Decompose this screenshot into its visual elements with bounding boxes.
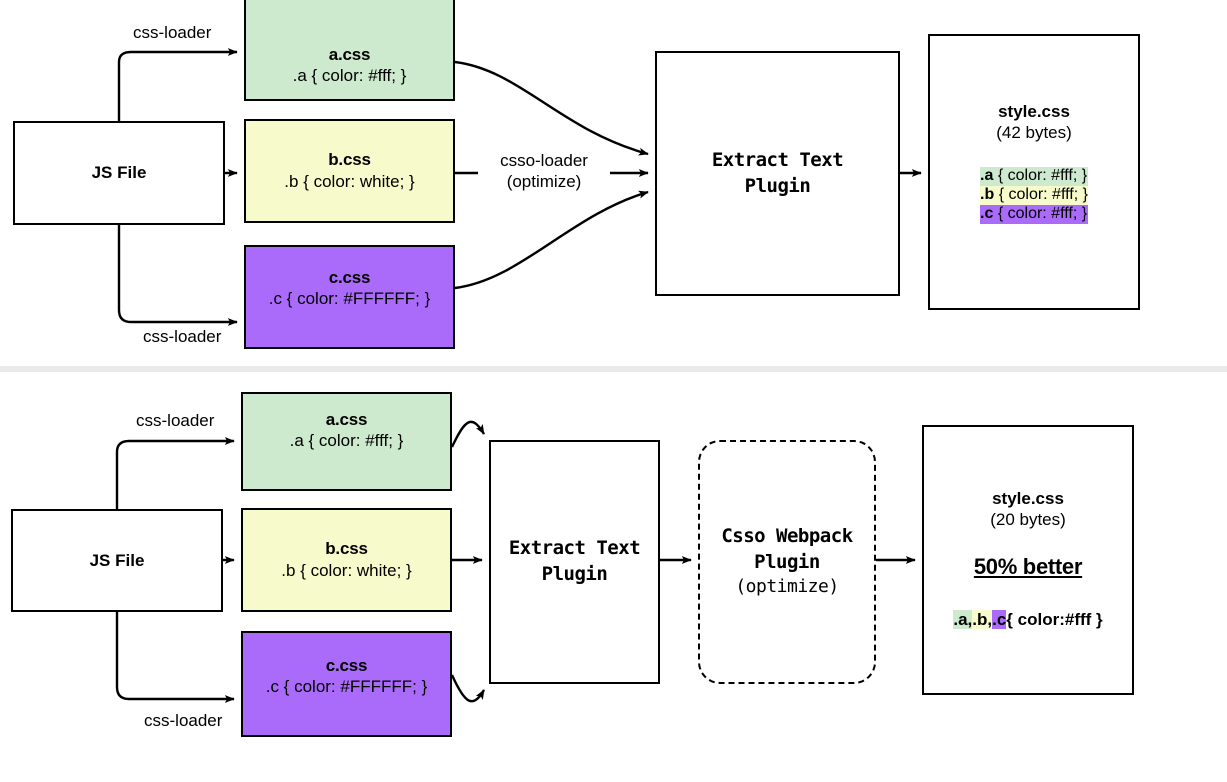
- bottom-extract-text-plugin-line1: Extract Text: [508, 537, 641, 560]
- top-css-loader-label-a: css-loader: [133, 23, 212, 42]
- top-csso-loader-label: csso-loader (optimize): [481, 151, 607, 192]
- top-file-rule-a-css: .a { color: #fff; }: [292, 65, 407, 85]
- bottom-file-name-a-css: a.css: [325, 410, 368, 429]
- bottom-file-name-c-css: c.css: [325, 656, 368, 675]
- section-divider: [0, 366, 1227, 372]
- top-output-rule-c: .c { color: #fff; }: [980, 205, 1088, 225]
- bottom-js-file-label: JS File: [89, 550, 145, 570]
- bottom-csso-webpack-plugin-line1: Csso Webpack: [721, 525, 853, 548]
- top-output-title: style.css: [998, 102, 1070, 121]
- top-file-box-b-css: b.css .b { color: white; }: [244, 119, 455, 223]
- bottom-css-loader-label-c: css-loader: [144, 711, 223, 730]
- bottom-file-rule-b-css: .b { color: white; }: [281, 560, 412, 580]
- top-file-rule-c-css: .c { color: #FFFFFF; }: [268, 289, 431, 309]
- top-file-box-a-css: a.css .a { color: #fff; }: [244, 0, 455, 101]
- top-extract-text-plugin-line1: Extract Text: [711, 148, 844, 171]
- top-output-rule-a: .a { color: #fff; }: [980, 167, 1088, 187]
- top-file-name-b-css: b.css: [328, 150, 371, 170]
- top-output-rule-list: .a { color: #fff; } .b { color: #fff; } …: [980, 167, 1088, 225]
- bottom-csso-webpack-plugin-box: Csso Webpack Plugin (optimize): [698, 440, 876, 684]
- top-css-loader-label-c: css-loader: [143, 327, 222, 346]
- bottom-extract-text-plugin-line2: Plugin: [541, 563, 608, 585]
- bottom-output-title: style.css: [992, 489, 1064, 508]
- top-output-rule-b: .b { color: #fff; }: [980, 186, 1088, 206]
- bottom-js-file-box: JS File: [11, 509, 223, 612]
- bottom-file-rule-c-css: .c { color: #FFFFFF; }: [265, 677, 428, 697]
- bottom-extract-text-plugin-box: Extract Text Plugin: [489, 440, 660, 684]
- top-output-size: (42 bytes): [996, 123, 1072, 143]
- bottom-file-rule-a-css: .a { color: #fff; }: [289, 431, 404, 451]
- bottom-csso-webpack-plugin-line3: (optimize): [735, 576, 839, 598]
- bottom-output-style-css-box: style.css (20 bytes) 50% better .a,.b,.c…: [922, 425, 1134, 695]
- top-file-name-c-css: c.css: [328, 268, 371, 287]
- bottom-file-box-b-css: b.css .b { color: white; }: [241, 508, 452, 612]
- top-csso-loader-line2: (optimize): [506, 171, 582, 191]
- bottom-file-box-c-css: c.css .c { color: #FFFFFF; }: [241, 631, 452, 737]
- top-file-rule-b-css: .b { color: white; }: [284, 171, 415, 191]
- top-file-box-c-css: c.css .c { color: #FFFFFF; }: [244, 245, 455, 349]
- bottom-file-box-a-css: a.css .a { color: #fff; }: [241, 392, 452, 491]
- top-js-file-label: JS File: [91, 163, 147, 182]
- bottom-output-size: (20 bytes): [990, 510, 1066, 530]
- bottom-csso-webpack-plugin-line2: Plugin: [754, 550, 820, 573]
- bottom-output-sel-a: .a,: [953, 610, 973, 630]
- top-js-file-box: JS File: [13, 121, 225, 225]
- bottom-output-combined-body: { color:#fff }: [1006, 610, 1103, 630]
- bottom-output-sel-b: .b,: [972, 610, 993, 630]
- top-output-style-css-box: style.css (42 bytes) .a { color: #fff; }…: [928, 34, 1140, 310]
- top-extract-text-plugin-box: Extract Text Plugin: [655, 51, 900, 296]
- bottom-output-headline: 50% better: [973, 554, 1083, 580]
- top-file-name-a-css: a.css: [328, 44, 371, 64]
- bottom-css-loader-label-a: css-loader: [136, 411, 215, 430]
- bottom-output-combined-rule: .a,.b,.c{ color:#fff }: [953, 610, 1103, 630]
- top-csso-loader-line1: csso-loader: [500, 151, 588, 170]
- bottom-file-name-b-css: b.css: [325, 539, 368, 559]
- top-extract-text-plugin-line2: Plugin: [744, 174, 811, 197]
- bottom-output-sel-c: .c: [992, 610, 1007, 630]
